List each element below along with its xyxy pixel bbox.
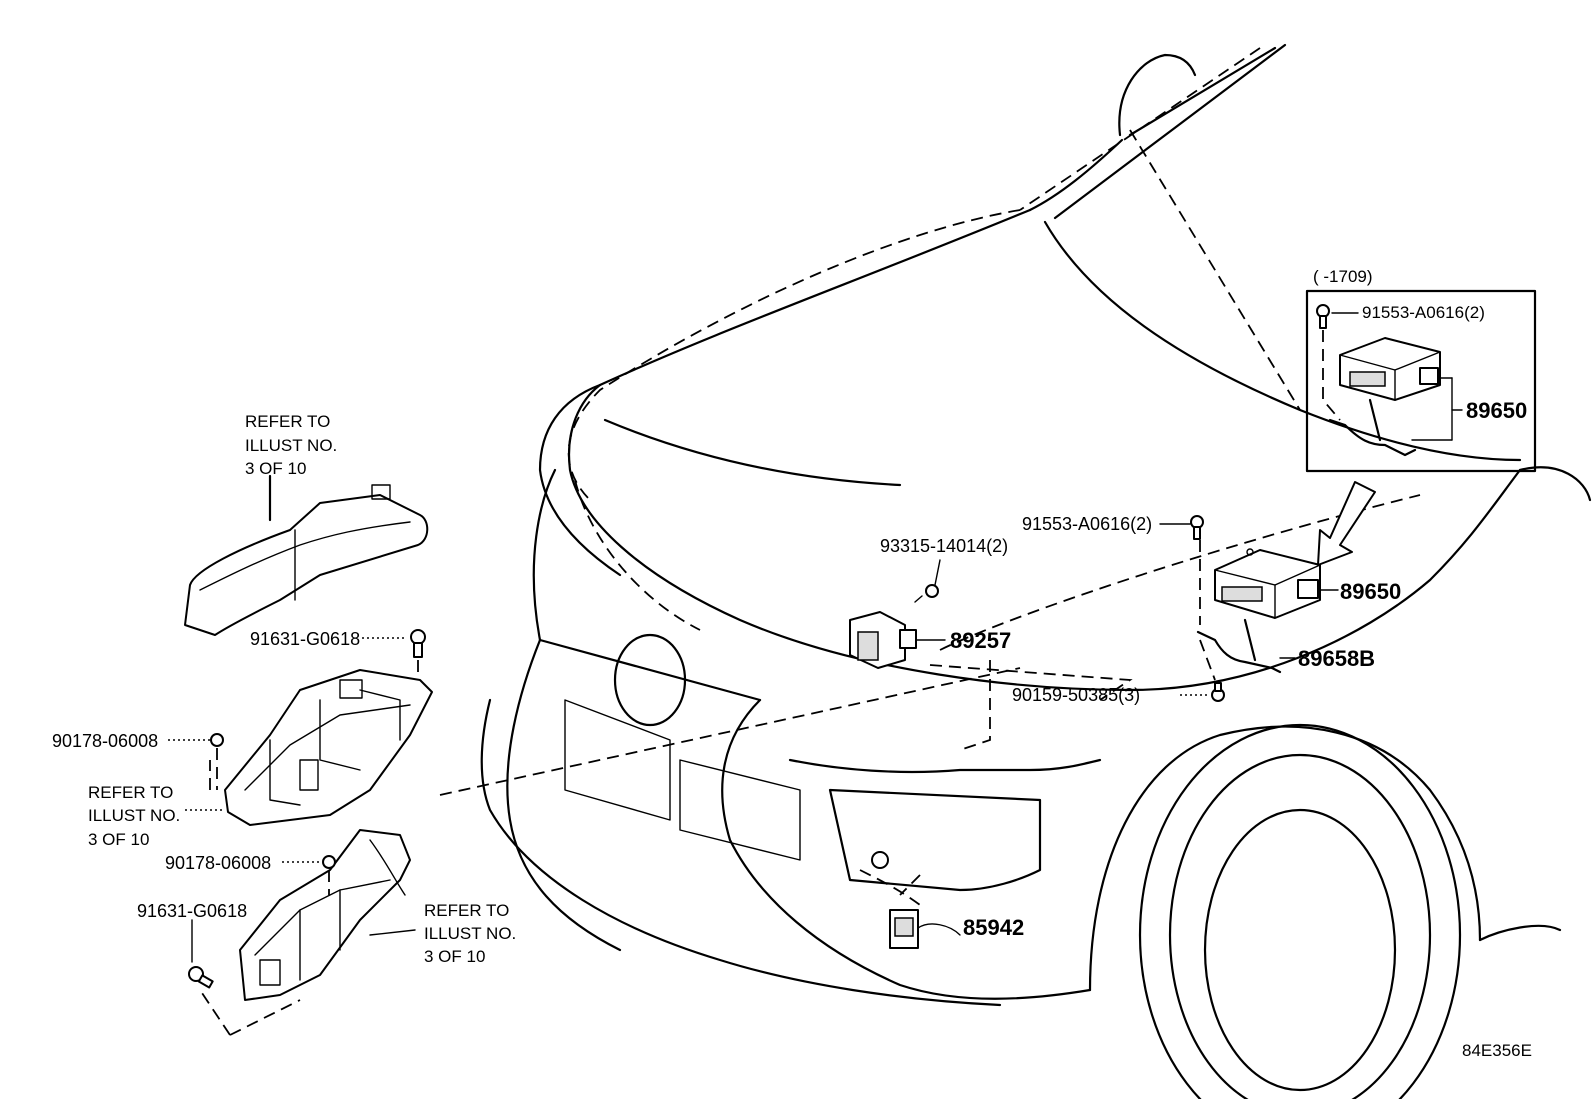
sensor-89257 <box>849 559 946 669</box>
engine-cover-upper <box>184 474 429 636</box>
part-labels: 91553-A0616(2) 93315-14014(2) 89650 8925… <box>52 514 1401 940</box>
nut-90178-lower <box>282 855 336 895</box>
refer-note-line: 3 OF 10 <box>424 947 485 966</box>
label-89257: 89257 <box>950 628 1011 653</box>
sensor-85942 <box>871 851 961 949</box>
inset-range-label: ( -1709) <box>1313 267 1373 286</box>
refer-note-line: ILLUST NO. <box>424 924 516 943</box>
dashed-leaders <box>199 47 1421 1036</box>
label-93315: 93315-14014(2) <box>880 536 1008 556</box>
label-89650-main: 89650 <box>1340 579 1401 604</box>
module-89650 <box>1159 515 1339 702</box>
inset-frame: ( -1709) 91553-A0616(2) 89650 <box>1305 267 1537 473</box>
nut-90178-upper <box>168 733 225 811</box>
refer-note-line: REFER TO <box>88 783 173 802</box>
refer-note-middle: REFER TO ILLUST NO. 3 OF 10 <box>88 783 180 849</box>
label-90159: 90159-50385(3) <box>1012 685 1140 705</box>
label-90178-upper: 90178-06008 <box>52 731 158 751</box>
label-90178-lower: 90178-06008 <box>165 853 271 873</box>
refer-note-line: ILLUST NO. <box>88 806 180 825</box>
refer-note-lower: REFER TO ILLUST NO. 3 OF 10 <box>424 901 516 966</box>
refer-note-line: 3 OF 10 <box>245 459 306 478</box>
label-91631-lower: 91631-G0618 <box>137 901 247 921</box>
refer-note-line: REFER TO <box>424 901 509 920</box>
inset-bolt-label: 91553-A0616(2) <box>1362 303 1485 322</box>
car-body-outline <box>480 43 1592 1099</box>
inset-bolt-icon <box>1316 304 1330 329</box>
illustration-code: 84E356E <box>1462 1041 1532 1060</box>
label-91553-main: 91553-A0616(2) <box>1022 514 1152 534</box>
bolt-91631-lower <box>188 919 214 989</box>
refer-note-top: REFER TO ILLUST NO. 3 OF 10 <box>245 412 337 478</box>
label-89658b: 89658B <box>1298 646 1375 671</box>
refer-note-line: ILLUST NO. <box>245 436 337 455</box>
inset-module-label: 89650 <box>1466 398 1527 423</box>
label-85942: 85942 <box>963 915 1024 940</box>
bracket-middle <box>224 669 433 826</box>
label-91631-upper: 91631-G0618 <box>250 629 360 649</box>
refer-note-line: 3 OF 10 <box>88 830 149 849</box>
refer-note-line: REFER TO <box>245 412 330 431</box>
bracket-lower <box>239 829 416 1001</box>
inset-module-icon <box>1339 337 1441 401</box>
inset-arrow <box>1317 481 1376 566</box>
